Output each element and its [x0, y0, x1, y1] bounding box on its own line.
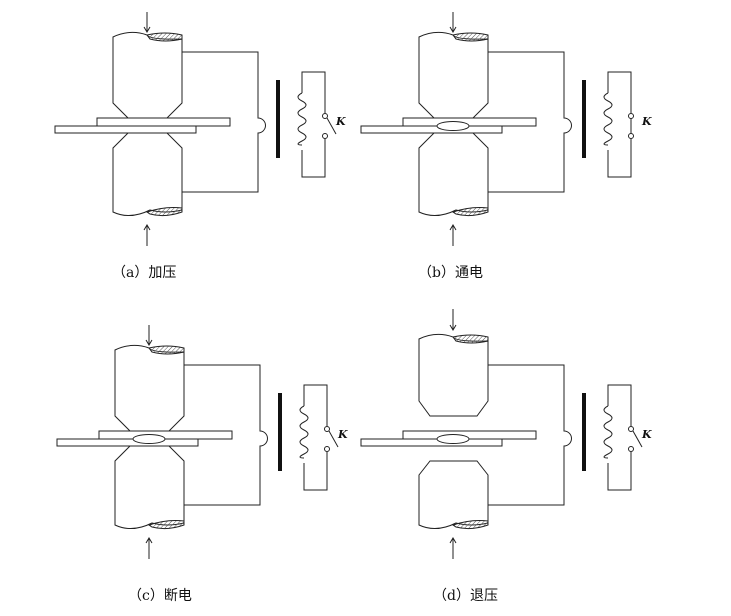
electrode-section-hatch [452, 32, 489, 42]
arrowhead [449, 537, 457, 544]
arrowhead [449, 324, 457, 331]
caption-d: （d）退压 [433, 588, 498, 604]
switch-k [328, 430, 339, 448]
welding-panel-3: K [360, 309, 652, 559]
upper-electrode [418, 31, 489, 119]
upper-electrode [418, 333, 489, 417]
caption-b: （b）通电 [418, 265, 483, 281]
arrowhead [449, 224, 457, 231]
switch-contact [628, 133, 634, 139]
switch-contact [628, 426, 634, 432]
electrode-section-hatch [451, 207, 489, 217]
secondary-circuit-wire [182, 51, 266, 193]
switch-contact [324, 426, 330, 432]
transformer-core [278, 393, 282, 471]
primary-circuit-wire [607, 384, 632, 491]
switch-k [632, 430, 643, 448]
transformer-coil [297, 92, 307, 146]
switch-contact [628, 113, 634, 119]
electrode-section-hatch [146, 32, 183, 42]
electrode-section-hatch [451, 520, 489, 530]
electrode-section-hatch [452, 334, 489, 344]
caption-c: （c）断电 [128, 588, 192, 604]
secondary-circuit-wire [184, 364, 268, 506]
welding-panel-2: K [56, 325, 348, 559]
lower-electrode [418, 132, 489, 216]
secondary-circuit-wire [488, 364, 572, 506]
arrowhead [145, 537, 153, 544]
weld-nugget [436, 121, 470, 131]
secondary-circuit-wire [488, 51, 572, 193]
welding-panel-1: K [360, 12, 652, 246]
primary-circuit-wire [303, 384, 328, 491]
switch-contact [324, 446, 330, 452]
switch-contact [628, 446, 634, 452]
upper-electrode [112, 31, 183, 119]
upper-sheet [96, 117, 231, 127]
upper-sheet [402, 430, 537, 440]
lower-electrode [418, 460, 489, 529]
lower-sheet [56, 438, 199, 447]
arrowhead [449, 26, 457, 33]
switch-k [326, 117, 337, 135]
lower-sheet [360, 125, 503, 134]
transformer-coil [299, 405, 309, 459]
electrode-section-hatch [145, 207, 183, 217]
transformer-coil [603, 405, 613, 459]
welding-panel-0: K [54, 12, 346, 246]
primary-circuit-wire [301, 71, 326, 178]
weld-nugget [132, 434, 166, 444]
arrowhead [143, 224, 151, 231]
weld-nugget [436, 434, 470, 444]
switch-contact [322, 113, 328, 119]
transformer-core [582, 80, 586, 158]
lower-sheet [360, 438, 503, 447]
switch-contact [322, 133, 328, 139]
arrowhead [145, 339, 153, 346]
electrode-section-hatch [147, 520, 185, 530]
upper-sheet [98, 430, 233, 440]
lower-sheet [54, 125, 197, 134]
switch-label: K [335, 115, 346, 128]
switch-label: K [641, 115, 652, 128]
upper-sheet [402, 117, 537, 127]
switch-label: K [337, 428, 348, 441]
electrode-section-hatch [148, 345, 185, 355]
transformer-coil [603, 92, 613, 146]
upper-electrode [114, 344, 185, 432]
primary-circuit-wire [607, 71, 632, 178]
caption-a: （a）加压 [112, 265, 177, 281]
lower-electrode [114, 445, 185, 529]
lower-electrode [112, 132, 183, 216]
transformer-core [582, 393, 586, 471]
arrowhead [143, 26, 151, 33]
transformer-core [276, 80, 280, 158]
switch-label: K [641, 428, 652, 441]
